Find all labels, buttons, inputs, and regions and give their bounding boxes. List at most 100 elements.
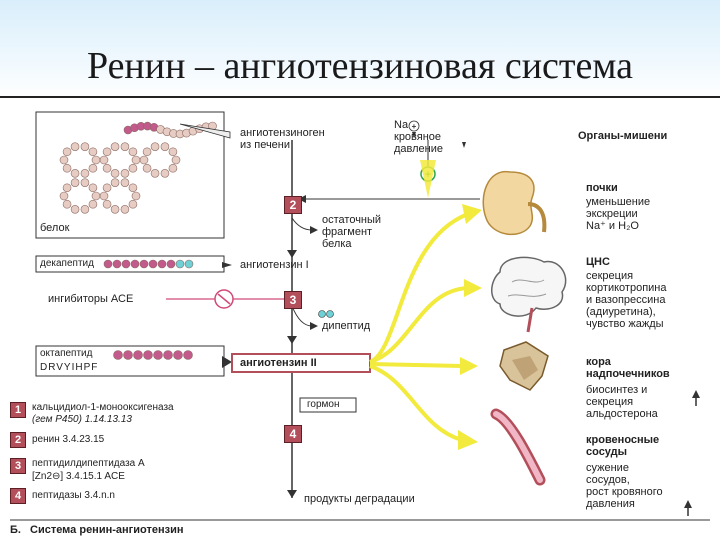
protein-bead (142, 147, 152, 157)
legend-2-line1: ренин 3.4.23.15 (32, 434, 105, 445)
octapeptide-pointer (222, 356, 232, 368)
protein-bead (120, 205, 130, 214)
decapeptide-bead (130, 259, 140, 269)
octapeptide-label: октапептид (40, 348, 93, 359)
angiotensinogen-label: ангиотензиноген (240, 127, 325, 139)
octapeptide-bead (153, 350, 163, 360)
decapeptide-bead (121, 259, 131, 269)
protein-bead (131, 191, 141, 201)
decapeptide-bead (175, 259, 185, 269)
pressure-up-arrow (684, 500, 692, 508)
protein-bead (128, 183, 138, 193)
step-2-box: 2 (284, 196, 302, 214)
octapeptide-bead (133, 350, 143, 360)
title-band (0, 0, 720, 100)
protein-bead (171, 155, 181, 165)
arrow-head-adrenal (460, 357, 478, 375)
footer-label: Система ренин-ангиотензин (30, 524, 184, 536)
protein-bead (80, 142, 90, 151)
kidney-feedback-arrow (298, 195, 306, 203)
footer-prefix: Б. (10, 524, 21, 536)
protein-bead (102, 199, 112, 209)
decapeptide-pointer (222, 262, 232, 268)
protein-bead (150, 142, 160, 151)
protein-bead (91, 155, 101, 165)
protein-bead (80, 178, 90, 187)
octapeptide-bead (183, 350, 193, 360)
protein-bead (91, 191, 101, 201)
pressure-down-arrow (462, 142, 466, 148)
target-adrenal-name-1: кора (586, 356, 611, 368)
target-cns-line4: (адиуретина), (586, 306, 656, 318)
protein-bead (62, 147, 72, 157)
octapeptide-bead (163, 350, 173, 360)
na-plus-icon (408, 120, 420, 132)
protein-bead (80, 205, 90, 214)
arrow-to-adrenal (369, 362, 463, 368)
target-kidney-line3: Na⁺ и H₂O (586, 220, 639, 232)
dipeptide-branch (291, 305, 313, 327)
decapeptide-beads (103, 259, 194, 269)
decapeptide-bead (184, 259, 194, 269)
protein-bead (88, 183, 98, 193)
angiotensin1-label: ангиотензин I (240, 259, 309, 271)
target-adrenal-line2: секреция (586, 396, 634, 408)
slide-title: Ренин – ангиотензиновая система (86, 45, 634, 87)
aldosterone-up-arrow (692, 390, 700, 398)
stimulus-yellow-arrow (420, 160, 436, 198)
dipeptide-bead-2 (326, 310, 334, 318)
arrow-head-cns (464, 279, 482, 297)
target-kidney-line2: экскреции (586, 208, 638, 220)
protein-bead (59, 191, 69, 201)
protein-bead (160, 169, 170, 178)
target-kidney-name: почки (586, 182, 618, 194)
octapeptide-sequence: DRVYIHPF (40, 362, 99, 373)
step-3-box: 3 (284, 291, 302, 309)
kidney-icon (482, 171, 535, 236)
target-vessels-name-1: кровеносные (586, 434, 660, 446)
protein-bead (128, 147, 138, 157)
protein-bead (102, 183, 112, 193)
flow-arrow-1 (287, 250, 297, 258)
protein-bead (139, 155, 149, 165)
flow-arrow-3 (287, 490, 297, 498)
protein-bead (70, 205, 80, 214)
protein-bead (160, 142, 170, 151)
protein-bead (59, 155, 69, 165)
legend-num-1: 1 (10, 402, 26, 418)
protein-bead (110, 142, 120, 151)
step-4-box: 4 (284, 425, 302, 443)
legend-3-line1: пептидилдипептидаза А (32, 458, 145, 469)
target-adrenal-line1: биосинтез и (586, 384, 648, 396)
target-kidney-line1: уменьшение (586, 196, 651, 208)
decapeptide-bead (112, 259, 122, 269)
legend-4-line1: пептидазы 3.4.n.n (32, 490, 115, 501)
protein-bead (131, 155, 141, 165)
protein-bead (88, 147, 98, 157)
protein-bead (110, 205, 120, 214)
brainstem-icon (526, 307, 534, 333)
legend-num-4: 4 (10, 488, 26, 504)
protein-label: белок (40, 222, 70, 234)
protein-bead (120, 169, 130, 178)
protein-bead (128, 163, 138, 173)
blood-pressure-line2: давление (394, 143, 444, 155)
protein-bead (88, 199, 98, 209)
protein-bead (102, 147, 112, 157)
target-vessels-line4: давления (586, 498, 635, 510)
na-plus-sign: + (412, 122, 417, 131)
octapeptide-bead (143, 350, 153, 360)
arrow-head-vessels (458, 430, 478, 450)
target-adrenal-name-2: надпочечников (586, 368, 670, 380)
vessel-lumen-icon (493, 411, 543, 483)
target-cns-line3: и вазопрессина (586, 294, 666, 306)
blood-pressure-line1: кровяное (394, 131, 442, 143)
protein-bead-chain (59, 121, 217, 214)
octapeptide-bead (113, 350, 123, 360)
target-cns-line5: чувство жажды (586, 318, 664, 330)
decapeptide-bead (148, 259, 158, 269)
target-vessels-line1: сужение (586, 462, 629, 474)
brain-icon (491, 256, 567, 317)
dipeptide-label: дипептид (322, 320, 371, 332)
